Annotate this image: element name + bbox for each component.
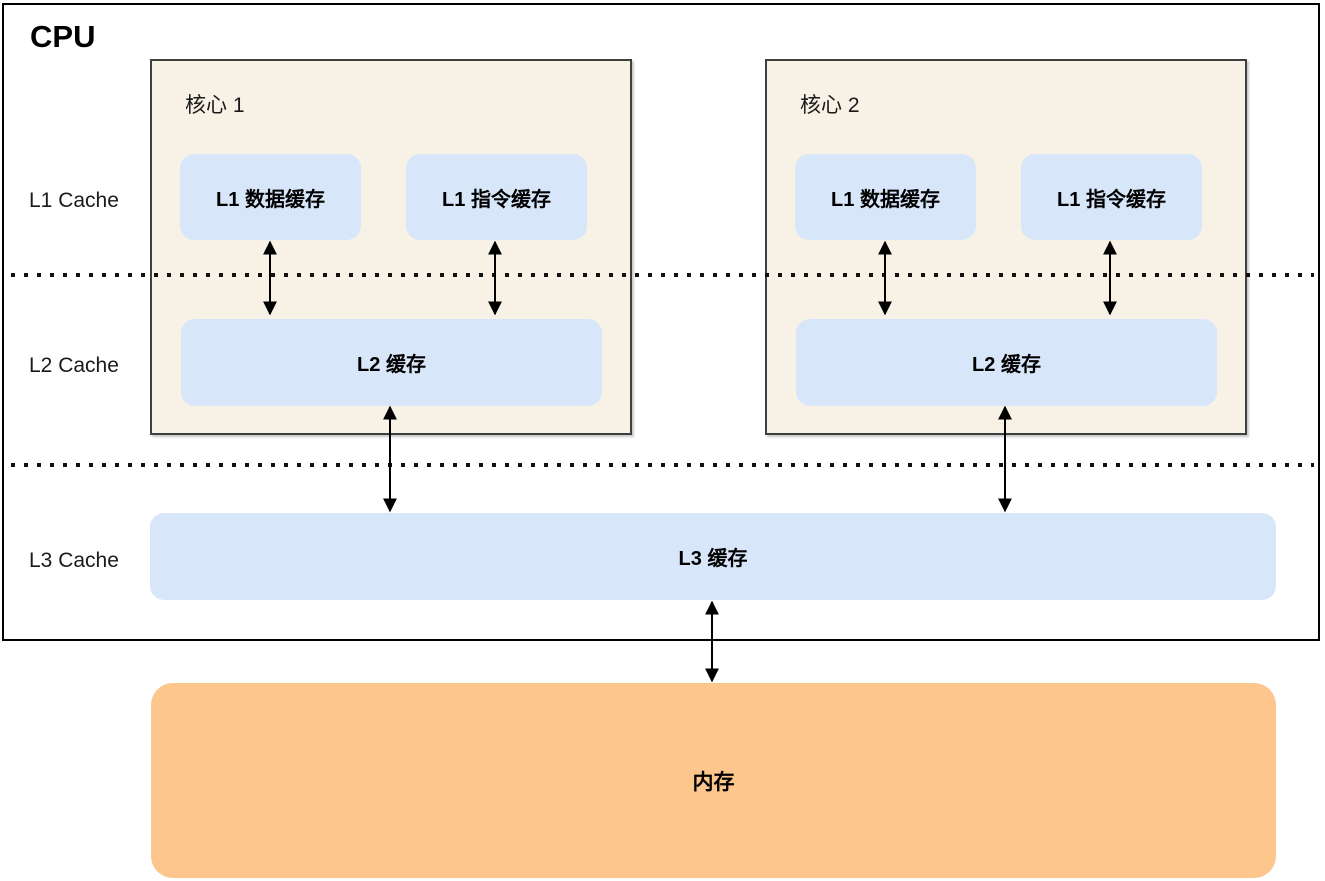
core-1-box: 核心 1 L1 数据缓存 L1 指令缓存 L2 缓存 xyxy=(150,59,632,435)
core-1-l2-cache-box: L2 缓存 xyxy=(181,319,602,406)
core-1-title: 核心 1 xyxy=(185,94,245,117)
core-2-title: 核心 2 xyxy=(800,94,860,117)
core-2-l2-cache-box: L2 缓存 xyxy=(796,319,1217,406)
side-label-l3-cache: L3 Cache xyxy=(29,549,119,572)
l2-l3-separator-dotted-line xyxy=(11,463,1314,467)
core-2-l1-data-cache-box: L1 数据缓存 xyxy=(795,154,976,240)
core-2-box: 核心 2 L1 数据缓存 L1 指令缓存 L2 缓存 xyxy=(765,59,1247,435)
core-2-l1-instruction-cache-box: L1 指令缓存 xyxy=(1021,154,1202,240)
l3-cache-box: L3 缓存 xyxy=(150,513,1276,600)
memory-box: 内存 xyxy=(151,683,1276,878)
side-label-l2-cache: L2 Cache xyxy=(29,354,119,377)
core-1-l1-data-cache-box: L1 数据缓存 xyxy=(180,154,361,240)
core-1-l1-instruction-cache-box: L1 指令缓存 xyxy=(406,154,587,240)
l1-l2-separator-dotted-line xyxy=(11,273,1314,277)
cpu-title: CPU xyxy=(30,19,96,54)
side-label-l1-cache: L1 Cache xyxy=(29,189,119,212)
